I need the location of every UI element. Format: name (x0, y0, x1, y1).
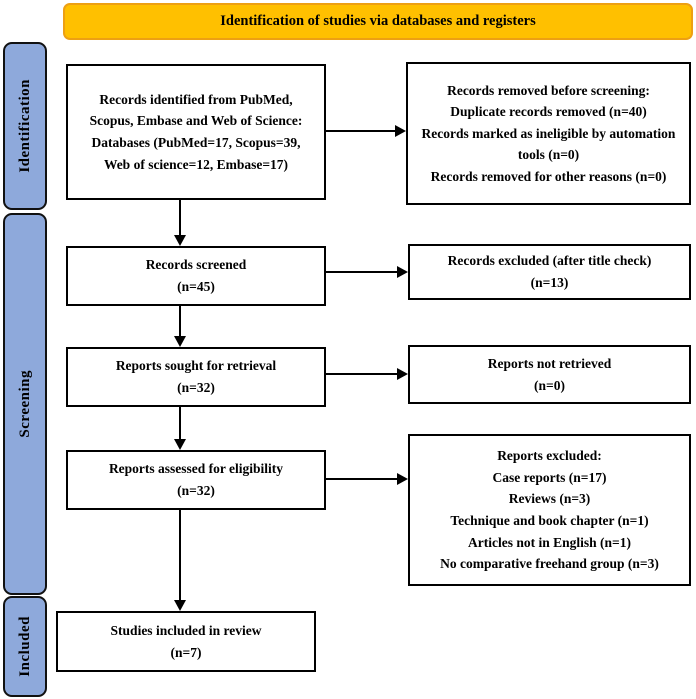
box-reports-not-retrieved: Reports not retrieved (n=0) (408, 345, 691, 404)
box-text-line: Web of science=12, Embase=17) (103, 156, 289, 172)
diagram-title: Identification of studies via databases … (220, 13, 536, 29)
box-text-line: Reports sought for retrieval (115, 358, 277, 374)
box-text-line: Reviews (n=3) (508, 491, 591, 507)
stage-bar-included: Included (3, 596, 47, 697)
box-text-line: Records screened (145, 257, 247, 273)
arrow-down-identified-to-screened (174, 200, 186, 246)
box-text-line: Case reports (n=17) (492, 469, 607, 485)
box-text-line: Scopus, Embase and Web of Science: (89, 113, 303, 129)
box-text-line: Reports not retrieved (487, 355, 612, 371)
stage-label-screening: Screening (16, 370, 33, 438)
box-text-line: Duplicate records removed (n=40) (450, 104, 647, 120)
diagram-title-banner: Identification of studies via databases … (63, 3, 693, 40)
arrow-right-assessed-to-excluded (326, 473, 408, 485)
arrow-right-sought-to-not-retrieved (326, 368, 408, 380)
box-text-line: Technique and book chapter (n=1) (450, 513, 649, 528)
box-reports-sought: Reports sought for retrieval (n=32) (66, 347, 326, 407)
box-studies-included: Studies included in review (n=7) (56, 611, 316, 672)
box-text-line: Records marked as ineligible by automati… (421, 125, 676, 141)
box-text-line: (n=0) (534, 377, 565, 393)
arrow-down-sought-to-assessed (174, 407, 186, 450)
box-text-line: Databases (PubMed=17, Scopus=39, (91, 135, 301, 150)
box-text-line: (n=32) (177, 483, 215, 498)
box-text-line: (n=45) (177, 279, 215, 294)
stage-bar-screening: Screening (3, 213, 47, 595)
box-text-line: No comparative freehand group (n=3) (440, 556, 659, 572)
box-text-line: Records removed for other reasons (n=0) (430, 168, 667, 184)
arrow-right-identified-to-removed (326, 125, 406, 137)
box-text-line: Records excluded (after title check) (447, 253, 652, 269)
box-reports-excluded: Reports excluded: Case reports (n=17) Re… (408, 434, 691, 586)
box-text-line: Reports assessed for eligibility (108, 461, 284, 477)
stage-bar-identification: Identification (3, 42, 47, 210)
box-records-removed: Records removed before screening: Duplic… (406, 62, 691, 205)
box-records-excluded: Records excluded (after title check) (n=… (408, 244, 691, 300)
box-reports-assessed: Reports assessed for eligibility (n=32) (66, 450, 326, 510)
stage-label-identification: Identification (16, 79, 33, 173)
stage-label-included: Included (16, 616, 33, 677)
box-text-line: tools (n=0) (517, 147, 580, 163)
box-text-line: Articles not in English (n=1) (468, 534, 631, 550)
box-records-screened: Records screened (n=45) (66, 246, 326, 306)
arrow-down-assessed-to-included (174, 510, 186, 611)
box-text-line: (n=7) (170, 644, 202, 660)
box-text-line: Reports excluded: (497, 448, 602, 464)
box-text-line: (n=32) (177, 380, 215, 395)
arrow-down-screened-to-sought (174, 306, 186, 347)
box-text-line: Records removed before screening: (447, 82, 650, 98)
box-text-line: Records identified from PubMed, (99, 91, 293, 107)
box-records-identified: Records identified from PubMed, Scopus, … (66, 64, 326, 200)
box-text-line: (n=13) (530, 275, 569, 290)
box-text-line: Studies included in review (110, 622, 262, 638)
arrow-right-screened-to-excluded (326, 266, 408, 278)
